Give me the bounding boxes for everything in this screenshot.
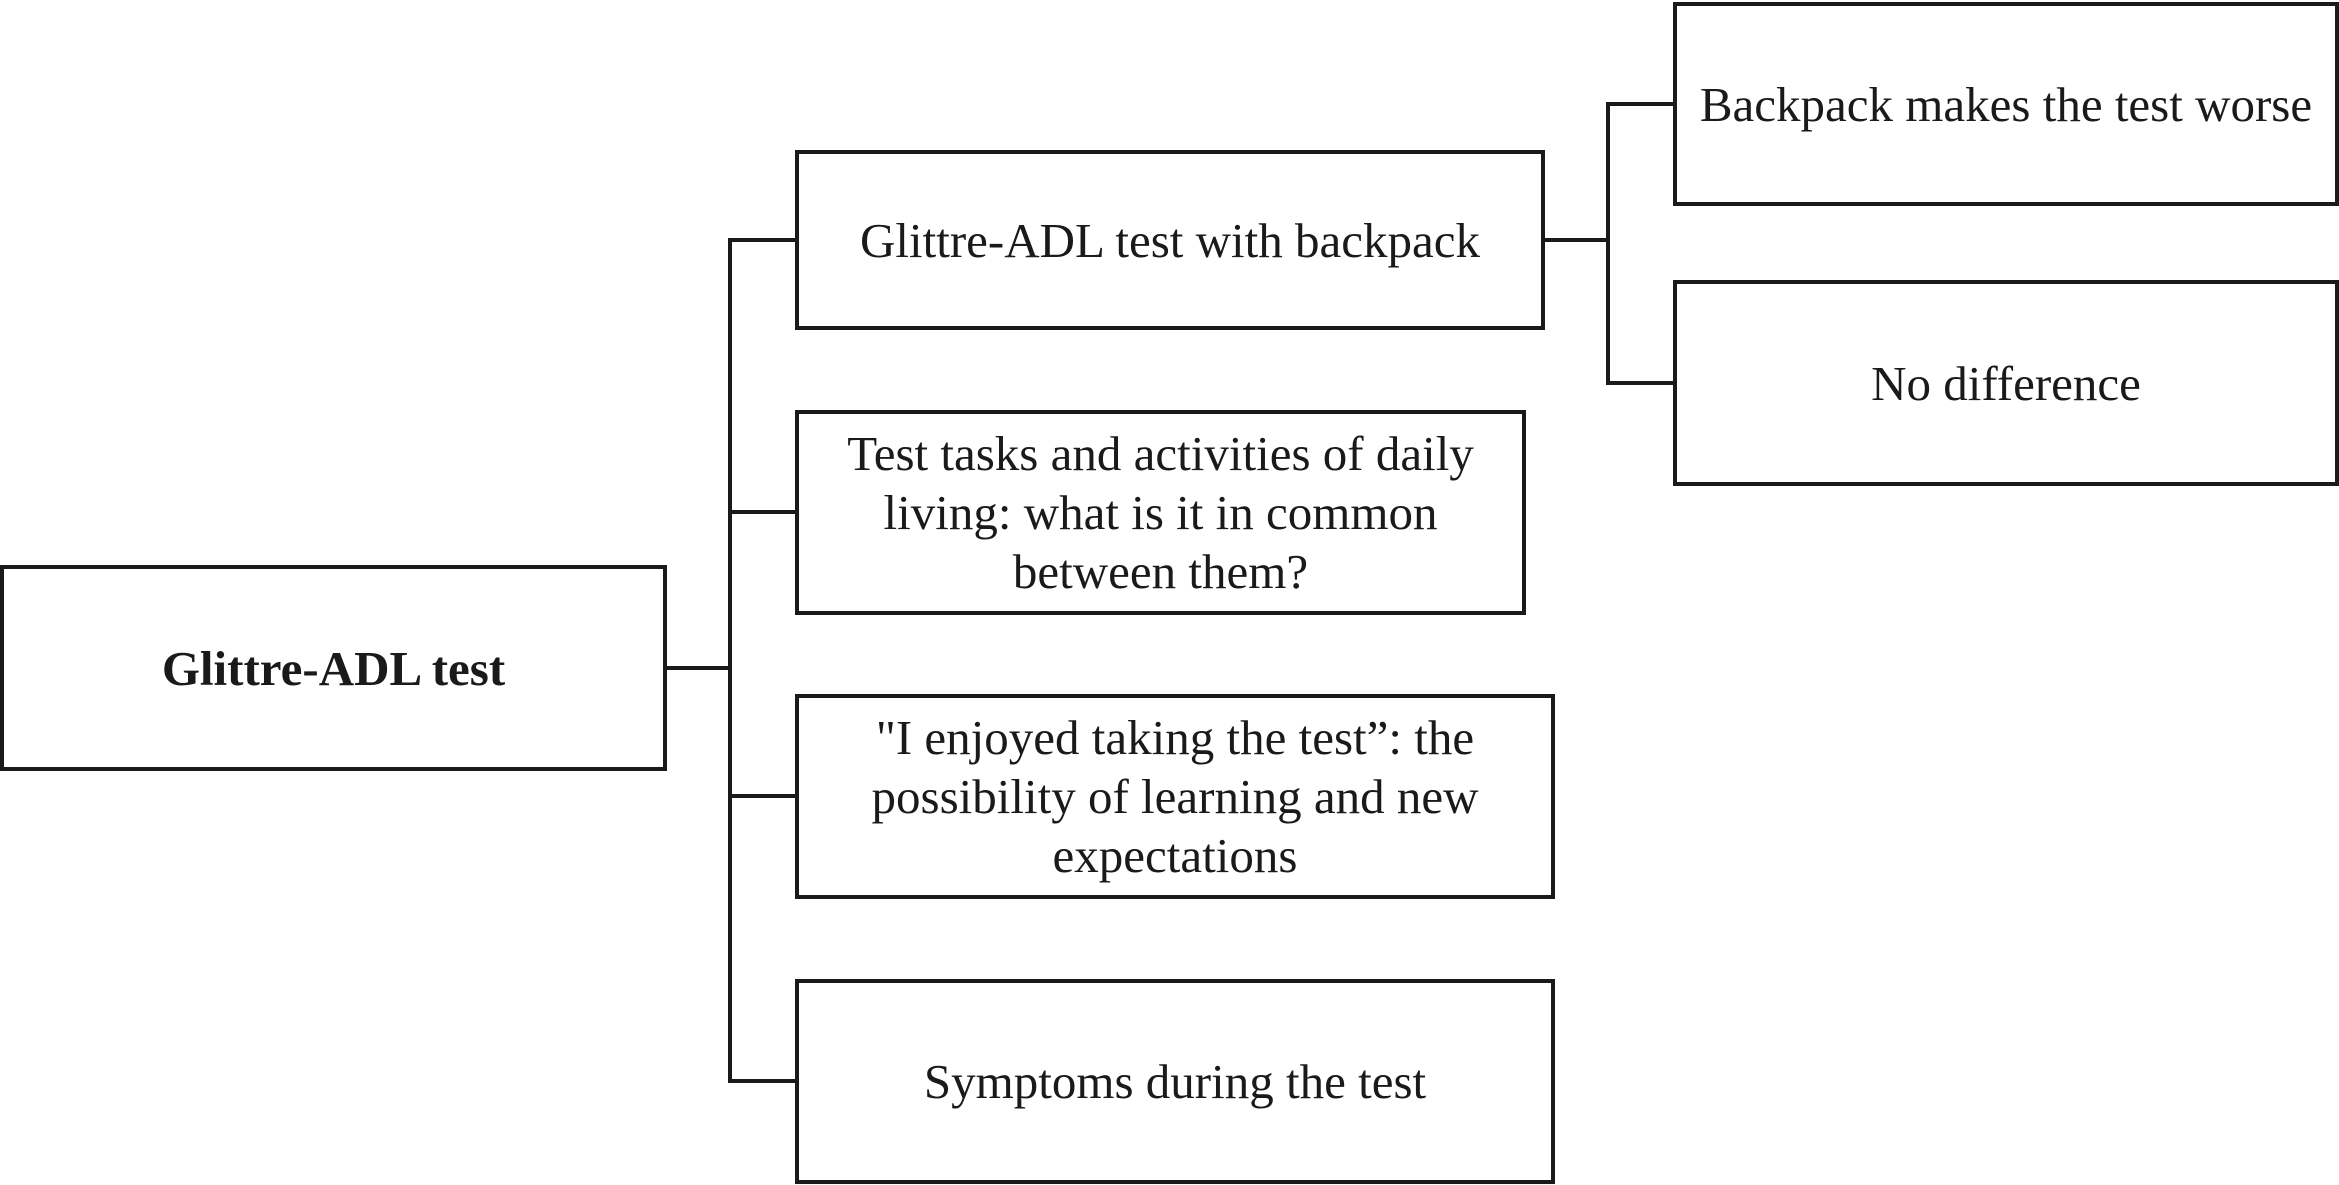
node-symptoms: Symptoms during the test (795, 979, 1555, 1184)
node-symptoms-label: Symptoms during the test (923, 1054, 1427, 1109)
root-node-label: Glittre-ADL test (161, 640, 506, 696)
node-backpack-worse-label: Backpack makes the test worse (1699, 76, 2313, 132)
node-no-difference-label: No difference (1871, 355, 2141, 411)
node-daily-living: Test tasks and activities of daily livin… (795, 410, 1526, 615)
node-backpack-worse: Backpack makes the test worse (1673, 2, 2339, 206)
node-backpack-test: Glittre-ADL test with backpack (795, 150, 1545, 330)
node-no-difference: No difference (1673, 280, 2339, 486)
node-daily-living-label: Test tasks and activities of daily livin… (847, 426, 1474, 599)
node-enjoyed-test-label: "I enjoyed taking the test”: the possibi… (871, 710, 1479, 883)
root-node: Glittre-ADL test (0, 565, 667, 771)
node-enjoyed-test: "I enjoyed taking the test”: the possibi… (795, 694, 1555, 899)
node-backpack-test-label: Glittre-ADL test with backpack (859, 212, 1480, 268)
